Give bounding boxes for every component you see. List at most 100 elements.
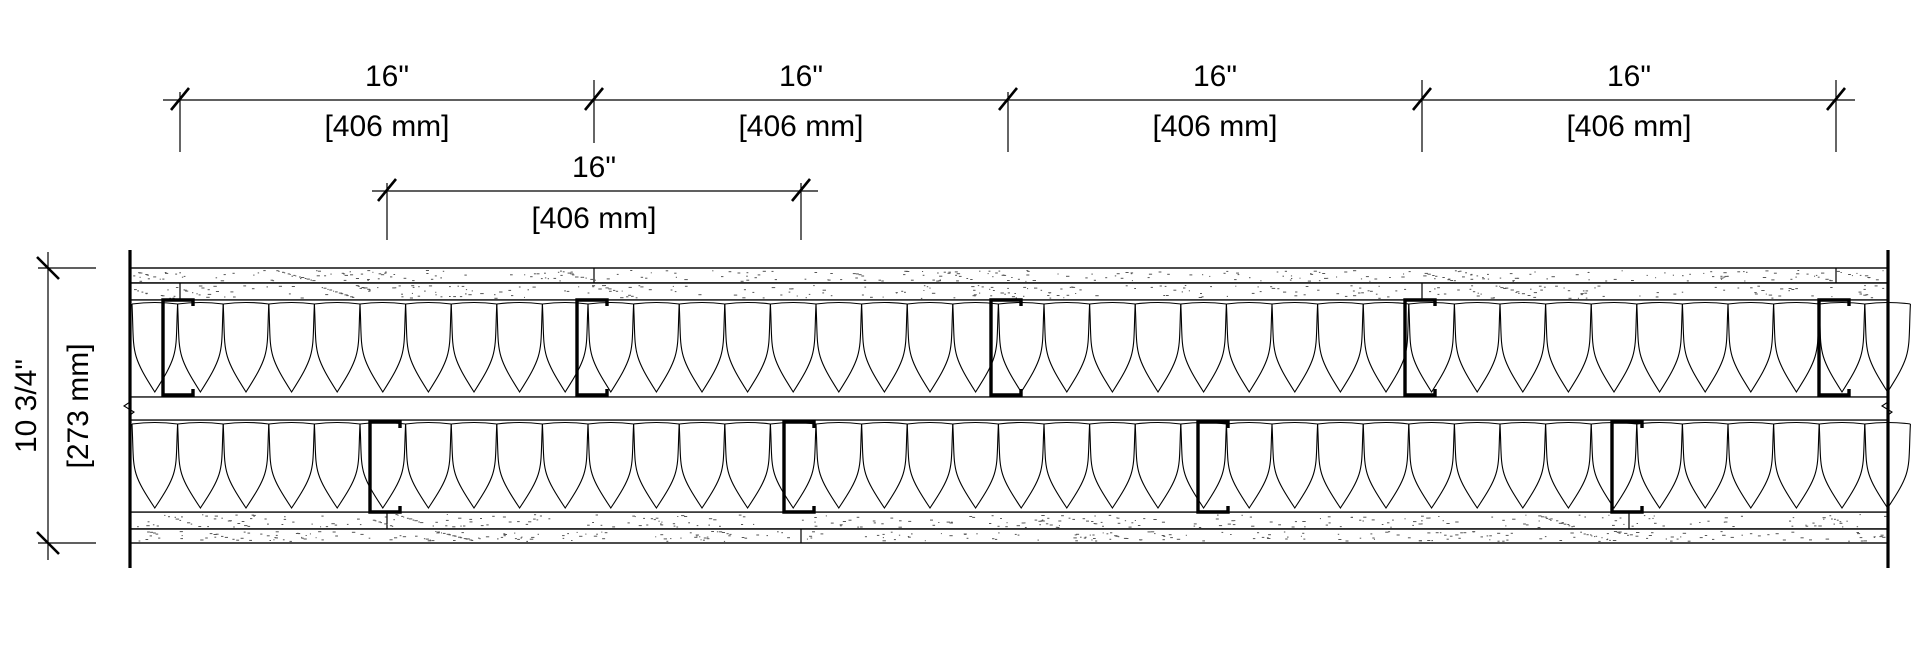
batt-loop [405, 303, 452, 394]
gypsum-speck [1005, 526, 1008, 528]
gypsum-speck [1882, 287, 1885, 289]
batt-loop-cap [1135, 421, 1181, 425]
gypsum-speck [1831, 296, 1833, 298]
gypsum-speck [676, 526, 679, 528]
gypsum-speck [1310, 273, 1314, 275]
gypsum-speck [344, 294, 348, 296]
gypsum-speck [1427, 532, 1431, 534]
gypsum-speck [1814, 525, 1817, 527]
gypsum-speck [517, 538, 520, 540]
gypsum-speck [579, 535, 583, 537]
gypsum-speck [139, 272, 143, 274]
gypsum-speck [1643, 515, 1646, 517]
gypsum-speck [1848, 274, 1851, 275]
gypsum-speck [898, 534, 901, 536]
batt-loop-cap [1545, 301, 1592, 305]
gypsum-speck [1724, 275, 1728, 277]
gypsum-speck [1251, 292, 1255, 294]
gypsum-speck [1493, 297, 1495, 298]
gypsum-speck [1058, 520, 1062, 522]
gypsum-speck [808, 293, 811, 295]
gypsum-speck [1290, 275, 1293, 277]
gypsum-speck [1446, 523, 1450, 524]
gypsum-speck [1143, 518, 1146, 520]
gypsum-speck [609, 290, 612, 292]
gypsum-speck [1198, 297, 1203, 298]
batt-loop-cap [1499, 421, 1546, 425]
gypsum-speck [923, 285, 926, 287]
gypsum-speck [283, 518, 287, 520]
batt-loop-cap [1135, 301, 1181, 305]
gypsum-speck [1550, 520, 1552, 521]
gypsum-speck [1788, 288, 1792, 289]
gypsum-speck [1193, 523, 1197, 525]
gypsum-speck [1453, 280, 1456, 282]
gypsum-speck [1864, 285, 1866, 287]
gypsum-speck [864, 536, 867, 538]
batt-loop-cap [1682, 301, 1729, 305]
gypsum-speck [437, 531, 440, 533]
gypsum-speck [1502, 540, 1505, 542]
gypsum-speck [363, 287, 366, 289]
dimension-tick [583, 87, 605, 111]
batt-loop [1545, 303, 1592, 394]
gypsum-speck [534, 514, 537, 516]
batt-loop [541, 423, 589, 509]
gypsum-speck [660, 523, 662, 525]
gypsum-speck [196, 293, 198, 295]
gypsum-speck [1873, 536, 1876, 538]
gypsum-speck [1529, 273, 1532, 275]
gypsum-speck [137, 526, 139, 528]
gypsum-speck [1120, 277, 1124, 279]
gypsum-speck [1814, 275, 1816, 277]
batt-loop [815, 423, 863, 509]
batt-loop-cap [724, 301, 771, 305]
batt-loop-cap [952, 421, 999, 425]
gypsum-speck [689, 532, 692, 534]
gypsum-speck [1161, 521, 1165, 523]
gypsum-speck [1276, 271, 1279, 273]
gypsum-speck [1703, 272, 1705, 274]
gypsum-speck [1257, 532, 1260, 534]
gypsum-speck [1836, 519, 1839, 521]
gypsum-speck [145, 274, 148, 275]
gypsum-speck [461, 532, 464, 534]
gypsum-speck [1455, 534, 1459, 536]
gypsum-speck [643, 517, 645, 519]
gypsum-speck [300, 278, 302, 280]
gypsum-speck [220, 280, 225, 282]
gypsum-speck [702, 539, 705, 541]
gypsum-speck [1443, 293, 1447, 295]
gypsum-speck [1131, 280, 1133, 282]
batt-loop-cap [633, 301, 680, 305]
gypsum-speck [813, 285, 815, 287]
gypsum-speck [1540, 289, 1543, 291]
gypsum-speck [214, 515, 218, 517]
gypsum-speck [1506, 539, 1509, 541]
batt-loop [1180, 303, 1227, 394]
gypsum-speck [266, 286, 268, 288]
gypsum-speck [1167, 273, 1170, 275]
gypsum-speck [1310, 273, 1312, 275]
gypsum-speck [1860, 540, 1864, 542]
gypsum-speck [1851, 275, 1853, 277]
gypsum-speck [1505, 525, 1507, 527]
gypsum-speck [1839, 521, 1842, 523]
gypsum-speck [852, 273, 856, 275]
gypsum-speck [842, 521, 846, 522]
gypsum-speck [303, 538, 307, 540]
gypsum-speck [1757, 535, 1761, 537]
gypsum-speck [882, 296, 884, 298]
gypsum-speck [452, 535, 456, 537]
gypsum-speck [198, 294, 201, 296]
gypsum-speck [1435, 532, 1439, 534]
gypsum-speck [1116, 517, 1118, 519]
batt-loop-cap [1317, 421, 1364, 425]
gypsum-speck [1353, 295, 1357, 297]
gypsum-speck [830, 522, 834, 524]
gypsum-speck [1470, 274, 1473, 276]
gypsum-speck [235, 514, 238, 516]
gypsum-speck [1712, 276, 1715, 278]
gypsum-speck [1471, 285, 1474, 287]
gypsum-speck [809, 535, 813, 537]
